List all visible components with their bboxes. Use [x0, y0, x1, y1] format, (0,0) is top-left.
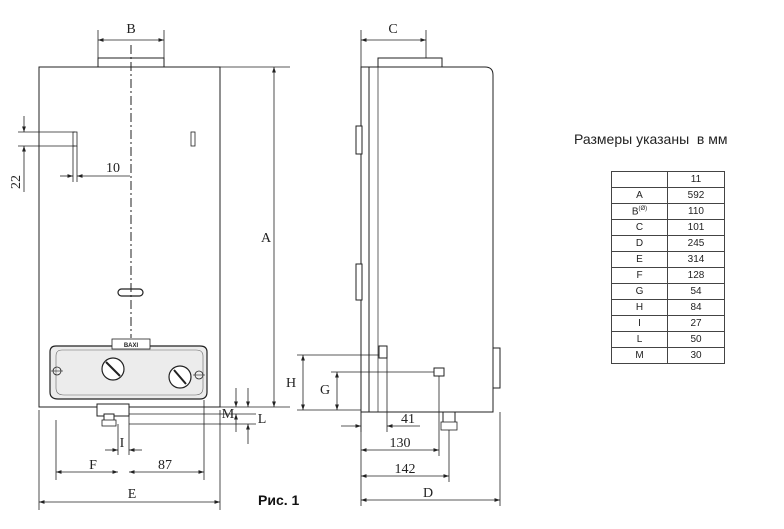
dim-a-label: A	[261, 231, 272, 246]
dimension-key-text: D	[635, 238, 644, 249]
dimension-key: I	[611, 315, 668, 332]
dimension-value: 245	[667, 235, 725, 252]
dim-10-label: 10	[106, 161, 120, 176]
dimension-value: 101	[667, 219, 725, 236]
table-row: F 128	[611, 267, 725, 284]
dimension-key-text: I	[638, 318, 641, 329]
table-header-row: 11	[611, 171, 725, 188]
brand-label: BAXI	[124, 343, 139, 349]
dim-f-label: F	[89, 458, 97, 473]
water-connection-side	[433, 367, 445, 377]
dimension-value: 592	[667, 187, 725, 204]
dim-142-label: 142	[395, 462, 416, 477]
dim-h-label: H	[286, 376, 296, 391]
dimension-key: F	[611, 267, 668, 284]
dim-e-label: E	[128, 487, 137, 502]
table-row: B(Ø)110	[611, 203, 725, 220]
table-row: A 592	[611, 187, 725, 204]
flue-collar-side	[377, 57, 443, 68]
dimension-key: M	[611, 347, 668, 364]
table-row: I 27	[611, 315, 725, 332]
table-header-key	[611, 171, 668, 188]
flame-window	[117, 288, 144, 297]
dim-d-label: D	[423, 486, 433, 501]
dim-l-label: L	[258, 412, 267, 427]
dim-130-label: 130	[390, 436, 411, 451]
dimension-key: G	[611, 283, 668, 300]
dimension-key: H	[611, 299, 668, 316]
dimension-key-text: E	[636, 254, 643, 265]
dimension-value: 54	[667, 283, 725, 300]
dimension-key-text: H	[635, 302, 644, 313]
side-view	[355, 57, 501, 431]
bottom-fitting-nut	[440, 421, 458, 431]
dim-m-label: M	[222, 407, 235, 422]
units-note: Размеры указаны в мм	[574, 131, 728, 147]
mounting-plate	[360, 66, 370, 413]
dimension-key-text: F	[636, 270, 643, 281]
dimension-value: 128	[667, 267, 725, 284]
wall-bracket-lower	[355, 263, 363, 301]
dimension-key-text: M	[635, 350, 644, 361]
dimension-value: 27	[667, 315, 725, 332]
dim-c-label: C	[388, 22, 397, 37]
side-dimension-labels: C H G 41 130 142 D	[286, 22, 433, 501]
dimension-value: 110	[667, 203, 725, 220]
dim-g-label: G	[320, 383, 330, 398]
table-row: L 50	[611, 331, 725, 348]
dim-41-label: 41	[401, 412, 415, 427]
dimension-key: D	[611, 235, 668, 252]
table-row: M 30	[611, 347, 725, 364]
dim-b-label: B	[126, 22, 135, 37]
dimension-key-text: L	[636, 334, 643, 345]
table-row: D 245	[611, 235, 725, 252]
front-dimension-labels: B A 22 10 M L I F 87 E	[9, 22, 272, 502]
side-dimensions	[297, 30, 501, 506]
table-row: E 314	[611, 251, 725, 268]
knob-left-indicator	[105, 361, 121, 377]
table-row: G 54	[611, 283, 725, 300]
control-panel-inner	[55, 349, 204, 396]
knob-right-indicator	[173, 369, 187, 385]
dimension-key-text: C	[635, 222, 644, 233]
dim-i-label: I	[120, 436, 125, 451]
dimension-key-text: B	[631, 206, 639, 218]
front-view: BAXI	[38, 45, 221, 427]
dimension-value: 84	[667, 299, 725, 316]
table-header-model: 11	[667, 171, 725, 188]
dimension-key-sup: (Ø)	[638, 205, 648, 212]
control-panel	[49, 345, 208, 400]
table-row: C 101	[611, 219, 725, 236]
front-dimensions	[18, 30, 290, 510]
dimension-key-text: A	[636, 190, 643, 201]
dimension-key: L	[611, 331, 668, 348]
table-row: H 84	[611, 299, 725, 316]
water-fitting-nut	[101, 419, 117, 427]
heater-casing-side	[368, 66, 494, 413]
wall-bracket-upper	[355, 125, 363, 155]
dimension-value: 50	[667, 331, 725, 348]
dimension-key: B(Ø)	[611, 203, 668, 220]
dimension-key: A	[611, 187, 668, 204]
dimension-key: C	[611, 219, 668, 236]
dimension-value: 314	[667, 251, 725, 268]
dimension-value: 30	[667, 347, 725, 364]
dim-22-label: 22	[9, 175, 24, 189]
figure-caption: Рис. 1	[258, 492, 300, 508]
side-control-bulge	[492, 347, 501, 389]
gas-connection-side	[378, 345, 388, 359]
dim-87-label: 87	[158, 458, 172, 473]
dimension-key: E	[611, 251, 668, 268]
inspection-mark-right	[190, 131, 196, 147]
brand-plate	[111, 338, 151, 350]
dimension-key-text: G	[635, 286, 644, 297]
